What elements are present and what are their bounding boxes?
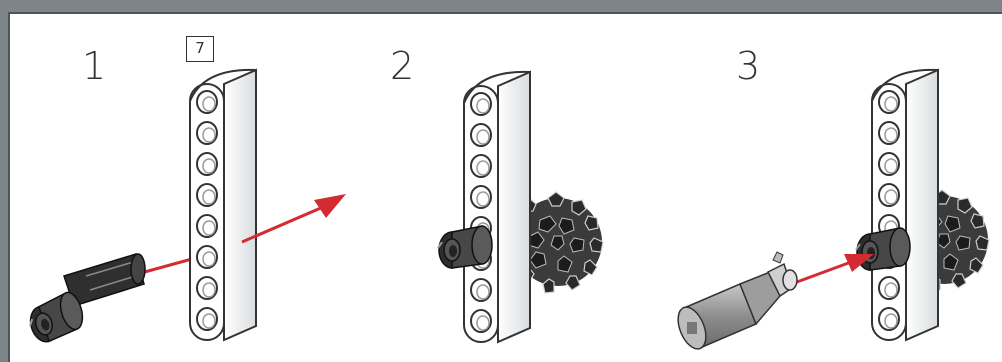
assembly-illustrations bbox=[10, 14, 1002, 362]
pin-part-icon bbox=[24, 254, 145, 345]
arrow-head-icon bbox=[314, 194, 346, 218]
step2-illustration bbox=[438, 72, 603, 342]
step3-illustration bbox=[673, 70, 989, 353]
step1-illustration bbox=[24, 70, 346, 345]
axle-connector-icon bbox=[673, 252, 797, 353]
instruction-panel: 1 7 2 3 bbox=[8, 12, 1002, 362]
